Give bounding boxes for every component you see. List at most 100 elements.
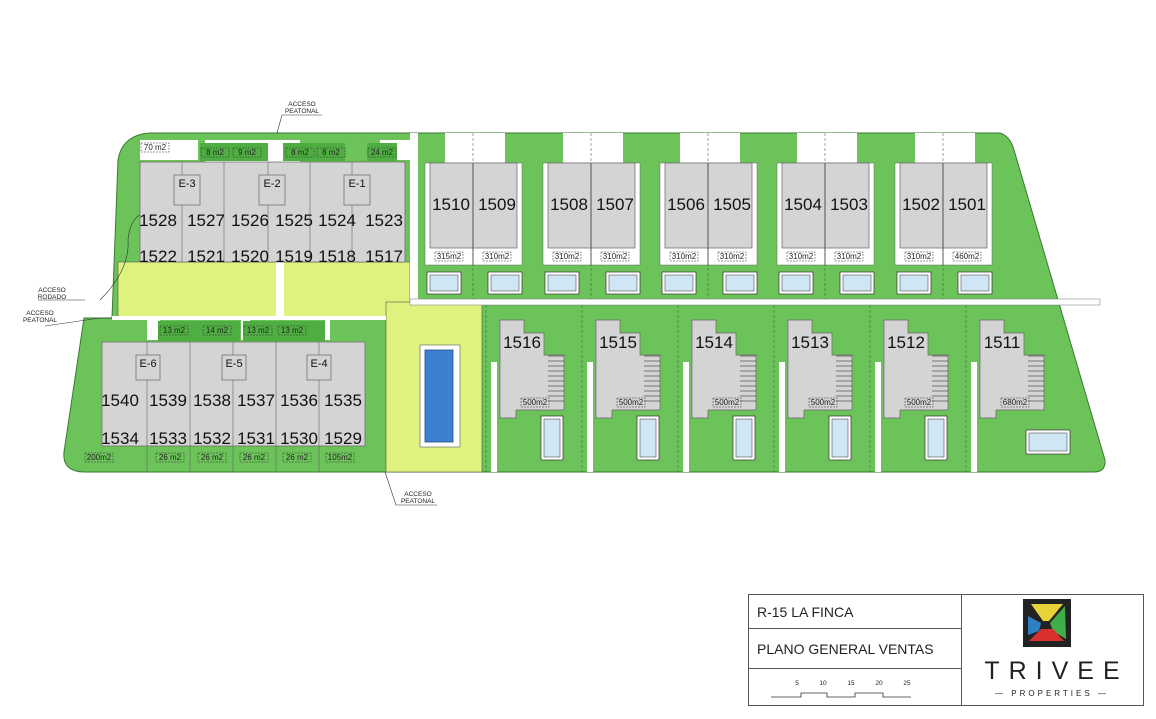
- access-label-rodado: ACCESO: [38, 287, 65, 294]
- area-label: 500m2: [619, 398, 644, 407]
- stair-core: [258, 174, 286, 206]
- area-label: 70 m2: [144, 143, 167, 152]
- unit-number: 1524: [318, 211, 356, 230]
- unit-number: 1513: [791, 333, 829, 352]
- area-tag-frame: [712, 397, 742, 408]
- area-label: 680m2: [1003, 398, 1028, 407]
- access-label-left: PEATONAL: [23, 317, 57, 324]
- access-label-bottom: ACCESO: [404, 491, 431, 498]
- courtyard: [325, 320, 330, 340]
- unit-number: 1508: [550, 195, 588, 214]
- side-path: [971, 362, 977, 472]
- area-label: 310m2: [555, 252, 580, 261]
- scale-tick-label: 10: [819, 680, 827, 687]
- private-pool: [735, 418, 753, 458]
- entrance-path: [797, 133, 857, 163]
- unit-number: 1538: [193, 391, 231, 410]
- brand-logo: TRIVEE — PROPERTIES —: [961, 595, 1143, 705]
- private-pool: [429, 274, 459, 292]
- area-tag-frame: [84, 452, 114, 463]
- unit-number: 1516: [503, 333, 541, 352]
- area-label: 13 m2: [247, 326, 270, 335]
- private-pool: [899, 274, 929, 292]
- area-label: 24 m2: [371, 148, 394, 157]
- unit-number: 1514: [695, 333, 733, 352]
- area-label: 500m2: [523, 398, 548, 407]
- unit-number: 1505: [713, 195, 751, 214]
- area-tag-frame: [316, 147, 346, 158]
- area-tag-frame: [600, 251, 630, 262]
- area-label: 26 m2: [243, 453, 266, 462]
- area-label: 13 m2: [281, 326, 304, 335]
- road-left: [112, 316, 386, 320]
- area-tag-frame: [367, 147, 397, 158]
- private-pool: [781, 274, 811, 292]
- villa-building: [499, 319, 565, 419]
- side-path: [587, 362, 593, 472]
- unit-number: 1527: [187, 211, 225, 230]
- villa-building: [595, 319, 661, 419]
- area-tag-frame: [282, 452, 312, 463]
- entrance-path: [915, 133, 975, 163]
- area-tag-frame: [904, 397, 934, 408]
- area-label: 310m2: [907, 252, 932, 261]
- private-pool: [960, 274, 990, 292]
- area-tag-frame: [232, 147, 262, 158]
- side-path: [875, 362, 881, 472]
- unit-number: 1509: [478, 195, 516, 214]
- unit-number: 1501: [948, 195, 986, 214]
- area-label: 310m2: [837, 252, 862, 261]
- road-vertical: [410, 133, 418, 303]
- unit-number: 1517: [365, 247, 403, 266]
- area-label: 500m2: [715, 398, 740, 407]
- unit-number: 1506: [667, 195, 705, 214]
- private-pool: [842, 274, 872, 292]
- unit-number: 1525: [275, 211, 313, 230]
- scale-tick-label: 5: [795, 680, 799, 687]
- unit-number: 1518: [318, 247, 356, 266]
- access-label-rodado: RODADO: [38, 294, 67, 301]
- unit-number: 1507: [596, 195, 634, 214]
- unit-number: 1529: [324, 429, 362, 448]
- area-tag-frame: [325, 452, 355, 463]
- area-tag-frame: [786, 251, 816, 262]
- stair-core: [135, 354, 161, 381]
- side-path: [779, 362, 785, 472]
- private-pool: [547, 274, 577, 292]
- area-tag-frame: [952, 251, 982, 262]
- core-label: E-2: [263, 178, 280, 190]
- core-label: E-4: [310, 358, 327, 370]
- unit-number: 1523: [365, 211, 403, 230]
- area-tag-frame: [717, 251, 747, 262]
- access-label-bottom: PEATONAL: [401, 498, 435, 505]
- stair-core: [343, 174, 371, 206]
- area-tag-frame: [285, 147, 315, 158]
- access-label-left: ACCESO: [26, 310, 53, 317]
- entrance-path: [445, 133, 505, 163]
- villa-building: [979, 319, 1045, 419]
- area-label: 8 m2: [322, 148, 340, 157]
- private-pool: [608, 274, 638, 292]
- unit-number: 1504: [784, 195, 822, 214]
- private-pool: [490, 274, 520, 292]
- project-name: R-15 LA FINCA: [749, 595, 961, 629]
- area-label: 8 m2: [291, 148, 309, 157]
- area-tag-frame: [239, 452, 269, 463]
- area-label: 310m2: [789, 252, 814, 261]
- area-tag-frame: [243, 325, 273, 336]
- side-path: [683, 362, 689, 472]
- duplex-building: [781, 162, 870, 249]
- area-label: 310m2: [672, 252, 697, 261]
- area-label: 310m2: [603, 252, 628, 261]
- unit-number: 1536: [280, 391, 318, 410]
- area-tag-frame: [140, 142, 170, 153]
- unit-number: 1528: [139, 211, 177, 230]
- area-label: 500m2: [811, 398, 836, 407]
- duplex-building: [547, 162, 636, 249]
- scale-tick-label: 20: [875, 680, 883, 687]
- unit-number: 1511: [984, 333, 1021, 352]
- community-pool: [424, 349, 454, 443]
- duplex-building: [664, 162, 753, 249]
- area-tag-frame: [904, 251, 934, 262]
